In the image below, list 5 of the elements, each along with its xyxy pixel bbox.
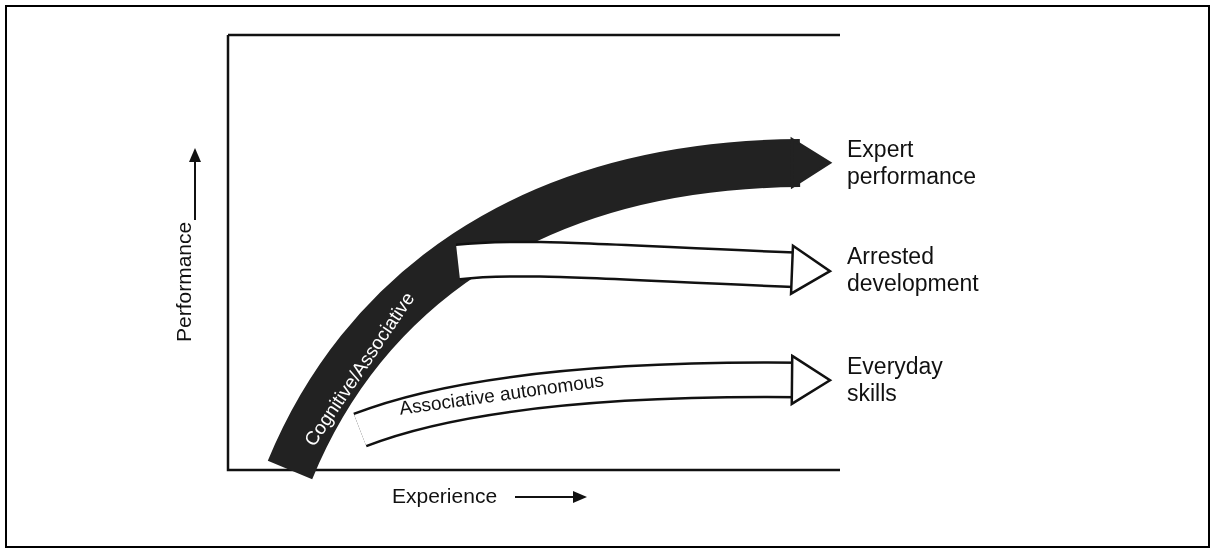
outcome-label: Arrested development xyxy=(847,243,992,297)
axis-label: Performance xyxy=(172,221,196,342)
axis-label: Experience xyxy=(392,484,498,508)
outcome-label: Expert performance xyxy=(847,136,992,190)
outcome-label: Everyday skills xyxy=(847,353,957,407)
